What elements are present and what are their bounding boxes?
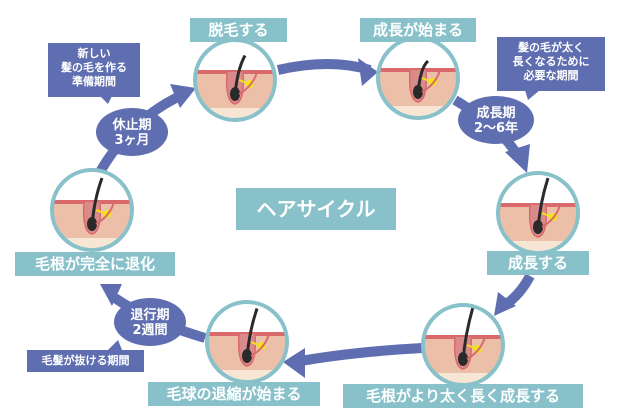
arrector-muscle: [95, 201, 115, 225]
arrow-regressed-to-shedding-head: [170, 84, 196, 108]
phase-name: 退行期: [130, 308, 170, 323]
note-regression: 毛髪が抜ける期間: [27, 350, 144, 372]
stage-label-bulb-regression: 毛球の退縮が始まる: [148, 382, 320, 406]
phase-oval-resting: [96, 108, 168, 156]
stage-circle-bulb-regression: [207, 302, 287, 382]
arrow-shedding-to-growth-head: [358, 58, 378, 86]
note-resting: 新しい 髪の毛を作る 準備期間: [48, 43, 140, 97]
phase-oval-growth: [458, 96, 534, 144]
arrow-growing-to-thicker-head: [494, 292, 516, 316]
note-line: 必要な期間: [523, 69, 579, 82]
note-line: 髪の毛を作る: [61, 61, 127, 74]
phase-name: 成長期: [476, 106, 516, 121]
stage-circle-root-regressed: [52, 170, 132, 250]
note-line: 髪の毛が太く: [518, 41, 584, 54]
note-line: 毛髪が抜ける期間: [41, 354, 130, 367]
hair-bulb: [413, 85, 423, 99]
phase-duration: 2週間: [132, 323, 168, 338]
hair-bulb: [458, 352, 468, 366]
phase-resting: 休止期 3ヶ月: [92, 118, 172, 148]
arrow-growth-to-growing-head: [505, 144, 530, 173]
phase-name: 休止期: [112, 118, 152, 133]
arrector-muscle: [466, 336, 486, 360]
stage-label-root-regressed: 毛根が完全に退化: [15, 252, 175, 276]
stage-label-growing: 成長する: [487, 251, 589, 275]
stage-label-root-thicker: 毛根がより太く長く成長する: [343, 384, 583, 408]
stage-circle-growth-start: [378, 38, 458, 118]
stage-circle-root-regressed-border: [50, 168, 134, 252]
note-growth: 髪の毛が太く 長くなるために 必要な期間: [497, 37, 605, 91]
stage-label-growth-start: 成長が始まる: [360, 18, 476, 42]
note-line: 準備期間: [72, 75, 116, 88]
hair-bulb: [533, 220, 543, 234]
stage-label-shedding: 脱毛する: [190, 18, 287, 42]
phase-duration: 2〜6年: [473, 121, 519, 136]
note-tail-growth: [525, 90, 540, 100]
arrector-muscle: [421, 69, 441, 93]
arrow-thicker-to-regression: [294, 343, 423, 367]
arrow-thicker-to-regression-head: [283, 348, 305, 378]
diagram-title: ヘアサイクル: [236, 188, 396, 230]
arrow-regression-to-regressed-head: [100, 284, 122, 306]
hair-bulb: [242, 349, 252, 363]
stage-circle-growing: [498, 173, 578, 253]
arrow-shedding-to-growth: [276, 59, 372, 75]
phase-duration: 3ヶ月: [114, 133, 150, 148]
hair-bulb: [87, 217, 97, 231]
arrector-muscle: [250, 333, 270, 357]
note-line: 長くなるために: [512, 55, 590, 68]
arrector-muscle: [541, 204, 561, 228]
hair-bulb: [230, 87, 240, 101]
note-tail-regression: [108, 340, 122, 350]
note-line: 新しい: [77, 47, 111, 60]
phase-regression: 退行期 2週間: [110, 308, 190, 338]
phase-growth: 成長期 2〜6年: [456, 106, 536, 136]
phase-oval-regression: [114, 298, 186, 346]
arrector-muscle: [238, 71, 258, 95]
note-tail-resting: [100, 96, 112, 104]
